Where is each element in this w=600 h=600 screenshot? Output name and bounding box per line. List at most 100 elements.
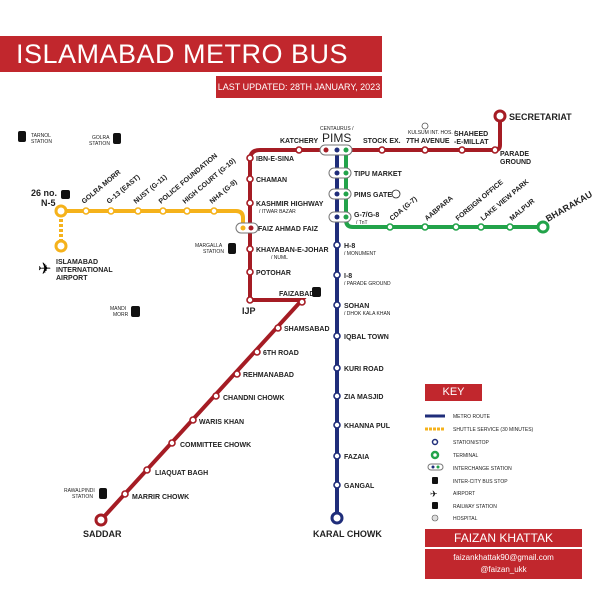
station-stop[interactable]	[246, 175, 254, 183]
label-i8: I-8	[344, 273, 352, 280]
station-stop[interactable]	[477, 223, 485, 231]
label-h8: H-8	[344, 243, 355, 250]
label-monument: / MONUMENT	[344, 251, 376, 257]
label-lake-view-park: LAKE VIEW PARK	[480, 179, 531, 223]
station-stop[interactable]	[333, 271, 341, 279]
svg-text:GOLRA: GOLRA	[92, 135, 110, 141]
station-stop[interactable]	[333, 452, 341, 460]
label-khayaban: KHAYABAN-E-JOHAR	[256, 247, 329, 254]
label-shamsabad: SHAMSABAD	[284, 326, 330, 333]
station-stop[interactable]	[246, 199, 254, 207]
label-itwar-bazar: / ITWAR BAZAR	[259, 209, 296, 215]
author-contact: faizankhattak90@gmail.com @faizan_ukk	[425, 549, 582, 579]
label-bharakau: BHARAKAU	[544, 189, 594, 224]
map-title: ISLAMABAD METRO BUS MAP	[0, 36, 382, 105]
station-stop[interactable]	[168, 439, 176, 447]
svg-text:MORR: MORR	[113, 312, 129, 318]
label-sohan: SOHAN	[344, 303, 369, 310]
interchange-tipu[interactable]	[328, 167, 352, 179]
railway-icon	[113, 133, 121, 144]
station-stop[interactable]	[333, 392, 341, 400]
station-stop[interactable]	[298, 298, 306, 306]
key-interchange: INTERCHANGE STATION	[453, 466, 512, 472]
bus-icon	[131, 306, 140, 317]
label-katchery: KATCHERY	[280, 138, 318, 145]
interchange-g7[interactable]	[328, 211, 352, 223]
author-handle[interactable]: @faizan_ukk	[480, 565, 527, 574]
railway-icon	[18, 131, 26, 142]
station-stop[interactable]	[458, 146, 466, 154]
label-dhok-kala-khan: / DHOK KALA KHAN	[344, 311, 391, 317]
station-stop[interactable]	[210, 207, 218, 215]
label-khanna-pul: KHANNA PUL	[344, 423, 391, 430]
label-malpur: MALPUR	[509, 198, 536, 223]
terminal-airport[interactable]	[54, 239, 68, 253]
station-stop[interactable]	[107, 207, 115, 215]
last-updated: LAST UPDATED: 28TH JANUARY, 2023	[216, 76, 382, 98]
label-parade-ground-i8: / PARADE GROUND	[344, 281, 391, 287]
station-stop[interactable]	[233, 370, 241, 378]
station-stop[interactable]	[333, 241, 341, 249]
key-bus-stop: INTER-CITY BUS STOP	[453, 479, 508, 485]
label-faiz-ahmad-faiz: FAIZ AHMAD FAIZ	[258, 226, 319, 233]
orange-line	[59, 209, 245, 244]
svg-text:STATION: STATION	[203, 249, 224, 255]
station-stop[interactable]	[189, 416, 197, 424]
station-stop[interactable]	[491, 146, 499, 154]
station-stop[interactable]	[421, 223, 429, 231]
label-kuri-road: KURI ROAD	[344, 366, 384, 373]
bus-stop-icon	[312, 287, 321, 297]
station-stop[interactable]	[333, 332, 341, 340]
station-stop[interactable]	[183, 207, 191, 215]
terminal-saddar[interactable]	[94, 513, 108, 527]
label-kulsum: KULSUM INT. HOS. /	[408, 130, 456, 136]
station-stop[interactable]	[378, 146, 386, 154]
author-email[interactable]: faizankhattak90@gmail.com	[453, 553, 554, 562]
label-karal-chowk: KARAL CHOWK	[313, 529, 382, 539]
station-stop[interactable]	[246, 154, 254, 162]
station-stop[interactable]	[333, 421, 341, 429]
station-stop[interactable]	[159, 207, 167, 215]
label-pims: PIMS	[322, 131, 351, 145]
interchange-pims-gate[interactable]	[328, 188, 352, 200]
terminal-karal-chowk[interactable]	[330, 511, 344, 525]
svg-text:TARNOL: TARNOL	[31, 133, 51, 139]
station-stop[interactable]	[121, 490, 129, 498]
station-stop[interactable]	[333, 364, 341, 372]
station-stop[interactable]	[82, 207, 90, 215]
interchange-faiz[interactable]	[235, 222, 259, 234]
hospital-icon	[391, 189, 401, 199]
svg-text:STATION: STATION	[31, 139, 52, 145]
station-stop[interactable]	[212, 392, 220, 400]
station-stop[interactable]	[246, 296, 254, 304]
label-26-no: 26 no.	[31, 188, 57, 198]
station-stop[interactable]	[333, 301, 341, 309]
label-airport-2: INTERNATIONAL	[56, 267, 113, 274]
label-rehmanabad: REHMANABAD	[243, 372, 294, 379]
terminal-secretariat[interactable]	[493, 109, 507, 123]
key-station: STATION/STOP	[453, 440, 490, 446]
station-stop[interactable]	[274, 324, 282, 332]
key-railway: RAILWAY STATION	[453, 504, 497, 510]
station-stop[interactable]	[333, 481, 341, 489]
station-stop[interactable]	[295, 146, 303, 154]
svg-text:STATION: STATION	[89, 141, 110, 147]
label-pims-note: CENTAURUS /	[320, 126, 354, 132]
station-stop[interactable]	[421, 146, 429, 154]
label-6th-road: 6TH ROAD	[263, 350, 299, 357]
station-stop[interactable]	[253, 348, 261, 356]
station-stop[interactable]	[386, 223, 394, 231]
station-stop[interactable]	[246, 245, 254, 253]
station-stop[interactable]	[452, 223, 460, 231]
terminal-26-no[interactable]	[54, 204, 68, 218]
station-stop[interactable]	[134, 207, 142, 215]
station-stop[interactable]	[506, 223, 514, 231]
terminal-bharakau[interactable]	[536, 220, 550, 234]
label-chaman: CHAMAN	[256, 177, 287, 184]
station-stop[interactable]	[246, 268, 254, 276]
station-stop[interactable]	[143, 466, 151, 474]
label-7th-avenue: 7TH AVENUE	[406, 138, 450, 145]
